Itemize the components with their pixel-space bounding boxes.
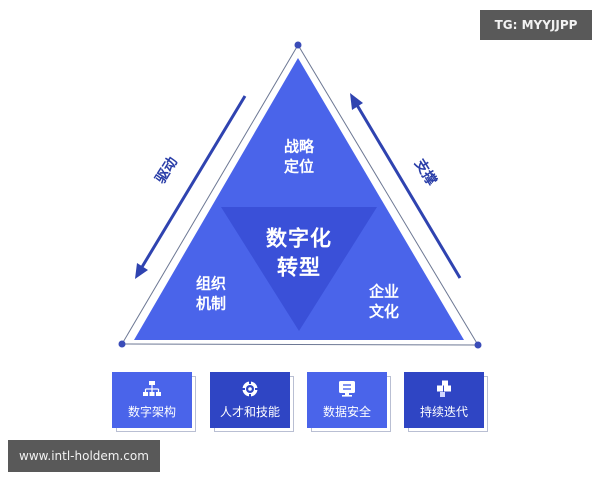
card-digital-architecture: 数字架构 (112, 372, 196, 432)
target-icon (241, 380, 259, 398)
label-line: 机制 (195, 294, 227, 312)
outer-triangle-outline (121, 44, 479, 346)
inner-inverted-triangle (221, 207, 377, 331)
website-watermark: www.intl-holdem.com (8, 440, 160, 472)
card-data-security: 数据安全 (307, 372, 391, 432)
card-body: 持续迭代 (404, 372, 484, 428)
label-line: 文化 (368, 302, 400, 320)
support-arrow (350, 93, 462, 279)
vertex-dot-left (118, 340, 126, 348)
card-label: 数字架构 (127, 405, 176, 419)
org-chart-icon (143, 381, 161, 396)
card-body: 数据安全 (307, 372, 387, 428)
vertex-dot-top (294, 41, 302, 49)
vertex-dot-right (474, 341, 482, 349)
card-talent-skills: 人才和技能 (210, 372, 294, 432)
telegram-watermark: TG: MYYJJPP (480, 10, 592, 40)
card-body: 人才和技能 (210, 372, 290, 428)
label-line: 企业 (368, 282, 400, 301)
corporate-culture-label: 企业 文化 (369, 283, 399, 322)
label-line: 转型 (277, 256, 321, 280)
organization-mechanism-label: 组织 机制 (196, 275, 226, 314)
drive-arrow (135, 95, 247, 279)
card-body: 数字架构 (112, 372, 192, 428)
label-line: 数字化 (266, 226, 332, 251)
strategy-positioning-label: 战略 定位 (284, 138, 314, 177)
blocks-icon (437, 380, 451, 397)
card-label: 持续迭代 (419, 405, 468, 419)
card-continuous-iteration: 持续迭代 (404, 372, 488, 432)
digital-transformation-label: 数字化 转型 (266, 225, 332, 284)
label-line: 定位 (283, 157, 315, 175)
card-label: 数据安全 (322, 405, 371, 419)
card-label: 人才和技能 (219, 405, 280, 419)
label-line: 战略 (283, 137, 315, 156)
label-line: 组织 (195, 274, 227, 293)
main-triangle (134, 58, 464, 340)
monitor-icon (339, 381, 355, 397)
